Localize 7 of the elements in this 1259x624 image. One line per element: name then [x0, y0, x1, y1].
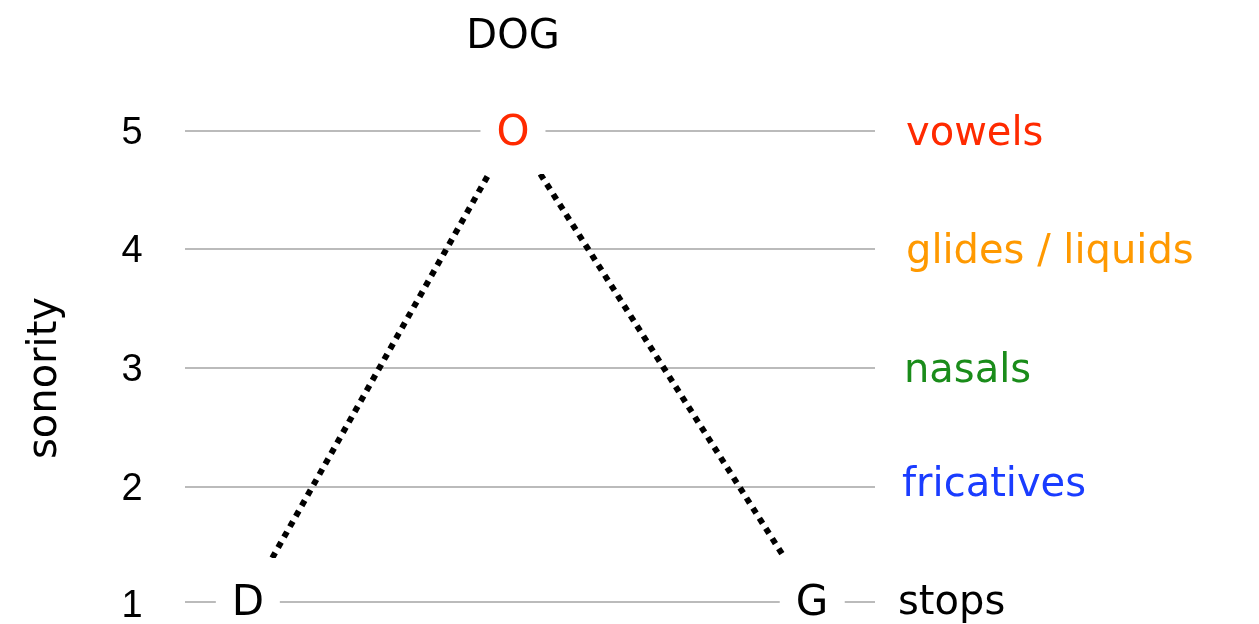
axis-tick-label: 3 — [121, 349, 143, 387]
axis-tick-label: 1 — [121, 585, 143, 623]
axis-tick-label: 5 — [121, 112, 143, 150]
axis-tick-label: 2 — [121, 468, 143, 506]
axis-tick-label: 4 — [121, 230, 143, 268]
title: DOG — [466, 14, 560, 54]
dotted-line — [269, 172, 492, 560]
